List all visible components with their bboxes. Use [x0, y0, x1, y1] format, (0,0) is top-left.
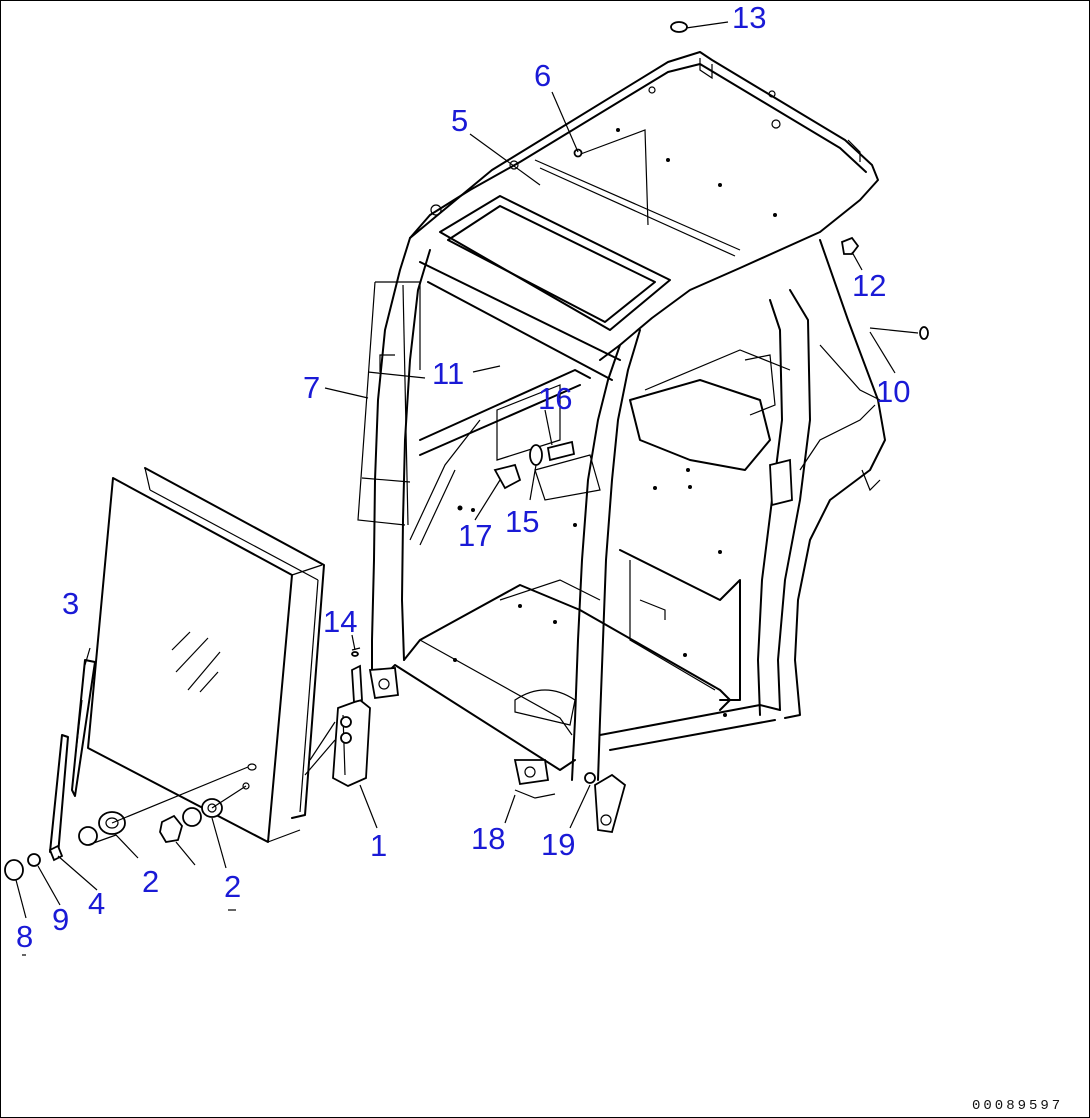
callout-2b: 2 — [224, 869, 241, 904]
mid-parts — [457, 384, 601, 511]
callout-14: 14 — [323, 604, 357, 639]
callout-5: 5 — [451, 103, 468, 138]
part-1-bracket — [304, 647, 371, 788]
callout-8: 8 — [16, 919, 33, 954]
part-7-strip — [357, 281, 426, 526]
callout-13: 13 — [732, 0, 766, 35]
callout-15: 15 — [505, 504, 539, 539]
callout-9: 9 — [52, 902, 69, 937]
cab-frame — [368, 237, 886, 834]
callout-18: 18 — [471, 821, 505, 856]
cab-roof — [409, 51, 879, 361]
callout-7: 7 — [303, 370, 320, 405]
callout-19: 19 — [541, 827, 575, 862]
callout-17: 17 — [458, 518, 492, 553]
fasteners — [4, 21, 929, 881]
callouts: 13 6 5 12 7 11 10 16 17 15 3 14 1 18 19 … — [16, 0, 910, 954]
callout-1: 1 — [370, 828, 387, 863]
callout-11: 11 — [432, 356, 464, 391]
callout-6: 6 — [534, 58, 551, 93]
document-id: 00089597 — [972, 1098, 1063, 1114]
part-3-window — [49, 467, 325, 856]
callout-4: 4 — [88, 886, 105, 921]
callout-2a: 2 — [142, 864, 159, 899]
callout-3: 3 — [62, 586, 79, 621]
callout-16: 16 — [538, 381, 572, 416]
leader-lines — [15, 21, 919, 956]
callout-12: 12 — [852, 268, 886, 303]
callout-10: 10 — [876, 374, 910, 409]
